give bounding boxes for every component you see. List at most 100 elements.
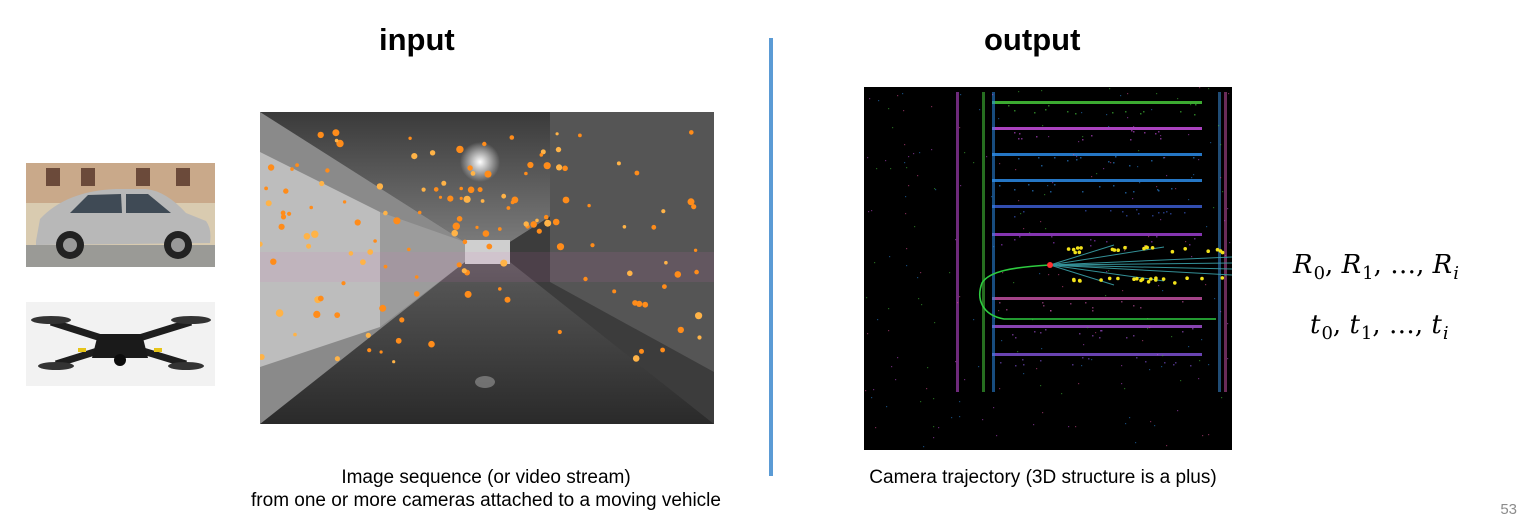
map-point xyxy=(1018,158,1020,160)
map-point xyxy=(1192,328,1194,330)
landmark-point xyxy=(1107,276,1112,281)
feature-point xyxy=(697,335,702,340)
feature-point xyxy=(451,229,458,237)
map-point xyxy=(1014,132,1016,134)
map-point xyxy=(1036,368,1038,370)
map-point xyxy=(1161,366,1163,368)
map-point xyxy=(1047,185,1049,187)
map-point xyxy=(917,277,919,279)
feature-point xyxy=(470,171,476,176)
feature-point xyxy=(303,233,311,240)
map-point xyxy=(1199,87,1201,89)
feature-point xyxy=(278,223,285,230)
feature-point xyxy=(267,164,275,171)
map-point xyxy=(920,401,922,403)
map-point xyxy=(1106,114,1108,116)
map-point xyxy=(1149,369,1151,371)
feature-point xyxy=(290,167,294,171)
feature-point xyxy=(662,284,667,289)
feature-point xyxy=(317,131,324,139)
map-point xyxy=(1051,236,1053,238)
map-point xyxy=(993,246,995,248)
map-point xyxy=(1042,412,1044,414)
map-point xyxy=(1034,112,1036,114)
map-point xyxy=(897,357,899,359)
map-point xyxy=(949,272,951,274)
map-point xyxy=(904,144,906,146)
map-point xyxy=(1072,364,1074,366)
map-point xyxy=(904,162,906,164)
map-point xyxy=(1201,339,1203,341)
landmark-point xyxy=(1146,280,1151,284)
feature-point xyxy=(306,243,312,249)
map-point xyxy=(1090,245,1092,247)
feature-point xyxy=(482,141,487,147)
feature-point xyxy=(367,348,372,353)
feature-point xyxy=(459,186,463,191)
map-structure-line xyxy=(992,153,1202,156)
map-point xyxy=(982,419,984,421)
map-point xyxy=(892,127,894,129)
map-structure-line xyxy=(992,179,1202,182)
map-point xyxy=(1184,212,1186,214)
map-point xyxy=(867,157,869,159)
feature-point xyxy=(634,170,640,176)
map-point xyxy=(1129,417,1131,419)
translation-index-i: i xyxy=(1442,323,1449,344)
map-point xyxy=(960,185,962,187)
map-point xyxy=(1160,219,1162,221)
map-point xyxy=(935,189,937,191)
landmark-point xyxy=(1206,249,1210,253)
map-point xyxy=(1229,242,1231,244)
map-point xyxy=(905,196,907,198)
map-point xyxy=(1194,114,1196,116)
map-point xyxy=(1147,328,1149,330)
output-caption: Camera trajectory (3D structure is a plu… xyxy=(869,467,1217,488)
map-point xyxy=(1020,213,1022,215)
map-point xyxy=(1062,286,1064,288)
map-point xyxy=(1022,359,1024,361)
feature-point xyxy=(482,230,490,237)
map-point xyxy=(1032,190,1034,192)
map-point xyxy=(1122,211,1124,213)
map-point xyxy=(1082,139,1084,141)
landmark-point xyxy=(1077,250,1082,255)
map-point xyxy=(1158,190,1160,192)
map-point xyxy=(1188,134,1190,136)
landmark-point xyxy=(1140,277,1145,281)
map-point xyxy=(1157,354,1159,356)
map-point xyxy=(889,256,891,258)
landmark-point xyxy=(1173,281,1177,285)
map-point xyxy=(1070,303,1072,305)
map-point xyxy=(1193,157,1195,159)
map-point xyxy=(1133,335,1135,337)
feature-point xyxy=(395,337,402,344)
map-point xyxy=(1061,393,1063,395)
map-point xyxy=(1125,423,1127,425)
map-point xyxy=(955,361,957,363)
feature-point xyxy=(524,171,528,176)
map-point xyxy=(1110,210,1112,212)
feature-point xyxy=(287,211,292,216)
map-point xyxy=(886,406,888,408)
landmark-point xyxy=(1215,247,1220,252)
map-point xyxy=(1076,156,1078,158)
map-point xyxy=(1198,159,1200,161)
map-point xyxy=(1085,302,1087,304)
map-point xyxy=(1136,357,1138,359)
map-point xyxy=(927,367,929,369)
map-point xyxy=(973,162,975,164)
landmark-point xyxy=(1220,250,1225,255)
map-point xyxy=(960,94,962,96)
feature-point xyxy=(475,225,479,229)
map-point xyxy=(1050,191,1052,193)
feature-point xyxy=(441,180,447,186)
section-divider xyxy=(769,38,773,476)
map-point xyxy=(1158,212,1160,214)
map-point xyxy=(1155,133,1157,135)
landmark-point xyxy=(1075,246,1080,250)
feature-point xyxy=(674,271,682,278)
map-point xyxy=(1149,327,1151,329)
map-point xyxy=(869,98,871,100)
map-point xyxy=(1108,270,1110,272)
